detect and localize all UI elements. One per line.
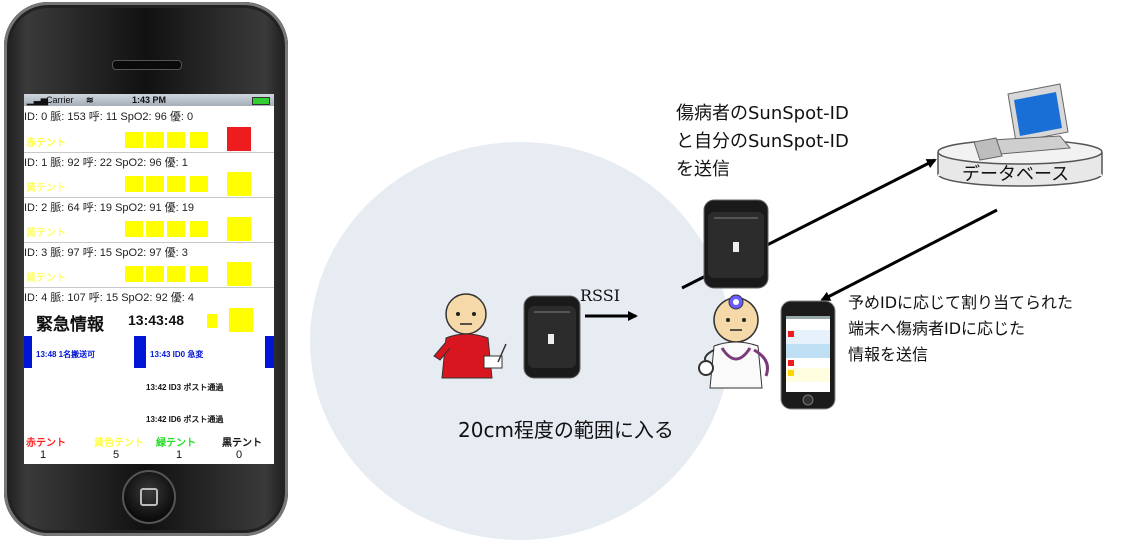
status-square	[190, 176, 208, 192]
status-square	[146, 132, 164, 148]
send-info-line: 情報を送信	[848, 345, 929, 364]
database-label: データベース	[962, 164, 1070, 185]
status-square	[146, 176, 164, 192]
emergency-title: 緊急情報	[36, 315, 104, 334]
tent-label-0: 赤テント	[26, 138, 66, 149]
log-bar	[134, 336, 146, 368]
status-square	[146, 266, 164, 282]
priority-indicator-yellow	[227, 217, 251, 241]
patient-row-3[interactable]: ID: 3 脈: 97 呼: 15 SpO2: 97 優: 3	[24, 247, 188, 259]
log-entry[interactable]: 13:48 1名搬送可	[36, 350, 96, 359]
count-value-black: 0	[236, 449, 243, 461]
carrier-label: Carrier	[46, 95, 74, 105]
priority-indicator-yellow	[229, 308, 253, 332]
home-square-icon	[140, 488, 158, 506]
row-divider	[24, 152, 274, 153]
status-square	[167, 132, 185, 148]
count-value-green: 1	[176, 449, 183, 461]
log-entry[interactable]: 13:42 ID3 ポスト通過	[146, 383, 224, 392]
status-square	[167, 176, 185, 192]
send-ids-label: 傷病者のSunSpot-ID と自分のSunSpot-ID を送信	[676, 100, 849, 184]
range-label: 20cm程度の範囲に入る	[458, 418, 674, 442]
status-square	[167, 221, 185, 237]
arrow-to-terminal	[820, 208, 998, 302]
status-square	[167, 266, 185, 282]
iphone-device: ▁▃▅ Carrier ≋ 1:43 PM ID: 0 脈: 153 呼: 11…	[4, 2, 288, 536]
tent-label-3: 黄テント	[26, 273, 66, 284]
emergency-time: 13:43:48	[128, 312, 185, 328]
status-square	[125, 221, 143, 237]
sunspot-device	[703, 199, 769, 289]
count-label-black: 黒テント	[222, 438, 262, 449]
status-square	[125, 132, 143, 148]
status-square	[207, 314, 217, 328]
priority-indicator-red	[227, 127, 251, 151]
log-entry[interactable]: 13:43 ID0 急変	[150, 350, 204, 359]
battery-icon	[252, 97, 270, 105]
rssi-label: RSSI	[580, 286, 621, 305]
status-time: 1:43 PM	[132, 95, 167, 105]
sunspot-device	[523, 295, 581, 379]
signal-icon: ▁▃▅	[27, 95, 48, 105]
count-value-red: 1	[40, 449, 47, 461]
patient-row-2[interactable]: ID: 2 脈: 64 呼: 19 SpO2: 91 優: 19	[24, 202, 194, 214]
wifi-icon: ≋	[86, 95, 94, 105]
row-divider	[24, 197, 274, 198]
row-divider	[24, 242, 274, 243]
priority-indicator-yellow	[227, 172, 251, 196]
count-label-red: 赤テント	[26, 438, 66, 449]
send-info-line: 予めIDに応じて割り当てられた	[848, 293, 1074, 312]
status-square	[190, 132, 208, 148]
send-ids-line: を送信	[676, 159, 730, 180]
count-label-yellow: 黄色テント	[94, 438, 144, 449]
status-square	[190, 266, 208, 282]
priority-indicator-yellow	[227, 262, 251, 286]
status-square	[125, 176, 143, 192]
status-square	[190, 221, 208, 237]
send-ids-line: と自分のSunSpot-ID	[676, 131, 849, 152]
log-bar	[24, 336, 32, 368]
patient-icon	[433, 293, 507, 379]
row-divider	[24, 287, 274, 288]
status-square	[125, 266, 143, 282]
doctor-icon	[698, 294, 769, 389]
log-bar	[265, 336, 274, 368]
computer-icon	[937, 83, 1103, 187]
send-info-label: 予めIDに応じて割り当てられた 端末へ傷病者IDに応じた 情報を送信	[848, 290, 1073, 368]
tent-label-2: 黄テント	[26, 228, 66, 239]
range-circle	[310, 142, 730, 540]
patient-row-0[interactable]: ID: 0 脈: 153 呼: 11 SpO2: 96 優: 0	[24, 111, 194, 123]
send-ids-line: 傷病者のSunSpot-ID	[676, 103, 849, 124]
tent-label-1: 黄テント	[26, 183, 66, 194]
phone-screen: ▁▃▅ Carrier ≋ 1:43 PM ID: 0 脈: 153 呼: 11…	[24, 94, 274, 464]
patient-row-1[interactable]: ID: 1 脈: 92 呼: 22 SpO2: 96 優: 1	[24, 157, 188, 169]
terminal-phone-icon	[780, 300, 836, 410]
patient-row-4[interactable]: ID: 4 脈: 107 呼: 15 SpO2: 92 優: 4	[24, 292, 194, 304]
home-button[interactable]	[122, 470, 176, 524]
send-info-line: 端末へ傷病者IDに応じた	[848, 319, 1026, 338]
earpiece-speaker	[112, 60, 182, 70]
log-entry[interactable]: 13:42 ID6 ポスト通過	[146, 415, 224, 424]
status-square	[146, 221, 164, 237]
count-value-yellow: 5	[113, 449, 120, 461]
status-bar: ▁▃▅ Carrier ≋ 1:43 PM	[24, 94, 274, 106]
count-label-green: 緑テント	[156, 438, 196, 449]
